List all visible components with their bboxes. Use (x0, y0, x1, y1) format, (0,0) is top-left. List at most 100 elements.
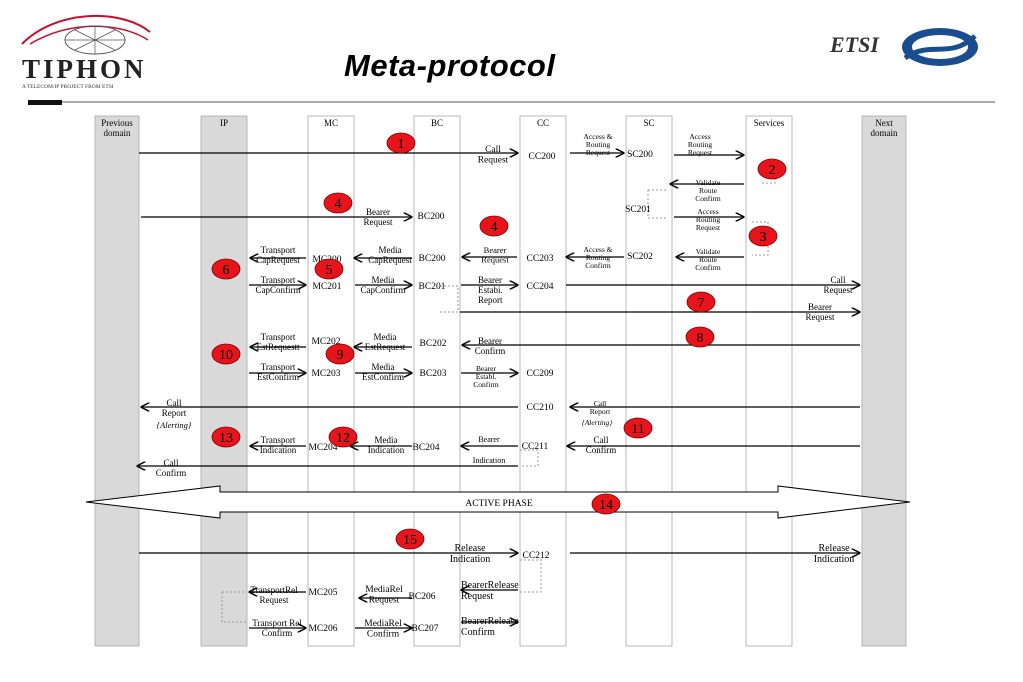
arrows-layer (137, 153, 860, 628)
message-label: Release (454, 543, 486, 554)
message-label: Confirm (585, 261, 611, 270)
message-label: Transport Rel (252, 618, 302, 628)
message-label: Report (162, 408, 187, 418)
step-marker-5: 5 (314, 258, 344, 280)
message-label: MediaRel (365, 585, 403, 595)
message-label: Confirm (262, 628, 293, 638)
message-label: BearerRelease (461, 616, 519, 627)
message-label: EstRequest (365, 342, 406, 352)
message-label: Confirm (156, 468, 187, 478)
message-label: Bearer (478, 336, 502, 346)
dotted-brackets (221, 170, 776, 623)
message-label: Validate (696, 178, 721, 187)
step-number: 4 (491, 220, 498, 235)
tiphon-tagline: A TELECOM/IP PROJECT FROM ETSI (22, 84, 114, 90)
message-label: Request (260, 595, 289, 605)
message-label: CapConfirm (361, 285, 406, 295)
lane-sc (625, 115, 673, 647)
lane-ip (200, 115, 248, 647)
message-label: Indication (450, 554, 491, 565)
step-marker-11: 11 (623, 417, 653, 439)
message-label: CapRequest (368, 255, 412, 265)
message-label: Request (696, 223, 721, 232)
message-label: Request (369, 596, 400, 606)
state-label: MC206 (308, 624, 337, 634)
state-label: BC206 (409, 592, 436, 602)
step-number: 8 (697, 331, 704, 346)
step-number: 4 (335, 197, 342, 212)
message-label: MediaRel (364, 619, 402, 629)
state-label: CC203 (527, 254, 554, 264)
lane-next (861, 115, 907, 647)
message-label: Report (590, 407, 611, 416)
message-label: Call (167, 398, 182, 408)
step-marker-12: 12 (328, 426, 358, 448)
message-label: Estabi. (478, 285, 503, 295)
message-label: Bearer (366, 207, 390, 217)
message-label: Routing (688, 140, 712, 149)
message-label: Confirm (475, 346, 506, 356)
message-label: Routing (586, 253, 610, 262)
state-label: MC204 (308, 443, 337, 453)
tiphon-logo-text: TIPHON (22, 54, 147, 84)
lane-label-prev: Previous (101, 118, 133, 128)
message-label: Request (824, 285, 853, 295)
etsi-logo: ETSI (829, 28, 978, 66)
lane-label-cc: CC (537, 118, 549, 128)
etsi-logo-text: ETSI (829, 32, 880, 57)
message-label: Access & (584, 245, 613, 254)
message-label: Media (374, 332, 397, 342)
lane-services (745, 115, 793, 647)
message-label: Validate (696, 247, 721, 256)
message-label: Indication (368, 445, 405, 455)
state-label: SC201 (625, 205, 651, 215)
step-number: 5 (326, 263, 333, 278)
state-label: MC203 (311, 369, 340, 379)
message-label: Access & (584, 132, 613, 141)
state-label: CC211 (522, 442, 549, 452)
lane-label-bc: BC (431, 118, 443, 128)
message-label: Indication (260, 445, 297, 455)
message-label: Confirm (695, 194, 721, 203)
message-label: Bearer (808, 302, 832, 312)
lane-label-prev: domain (104, 128, 131, 138)
step-marker-14: 14 (591, 493, 621, 515)
lane-label-sc: SC (643, 118, 654, 128)
step-marker-6: 6 (211, 258, 241, 280)
message-label: Request (481, 255, 509, 265)
step-marker-15: 15 (395, 528, 425, 550)
message-label: Confirm (473, 380, 499, 389)
state-label: CC209 (527, 369, 554, 379)
message-label: EstRequestt (257, 342, 300, 352)
step-number: 2 (769, 163, 776, 178)
message-label: Transport (261, 275, 296, 285)
state-label: MC202 (311, 337, 340, 347)
message-label: CapRequest (256, 255, 300, 265)
state-label: MC201 (312, 282, 341, 292)
message-label: Request (806, 312, 835, 322)
step-number: 14 (599, 498, 613, 513)
step-marker-7: 7 (686, 291, 716, 313)
state-label: SC200 (627, 150, 653, 160)
state-label: MC205 (308, 588, 337, 598)
state-label: BC201 (419, 282, 446, 292)
message-label: Media (372, 362, 395, 372)
message-label: CapConfirm (256, 285, 301, 295)
message-label: Indication (814, 554, 855, 565)
step-number: 7 (698, 296, 705, 311)
lane-label-services: Services (754, 118, 785, 128)
message-label: Call (594, 435, 609, 445)
state-label: BC207 (412, 624, 439, 634)
message-label: Request (586, 148, 611, 157)
message-label: Bearer (478, 435, 500, 444)
message-label: Routing (696, 215, 720, 224)
message-label: Request (364, 217, 393, 227)
state-label: BC200 (418, 212, 445, 222)
step-number: 10 (219, 348, 233, 363)
message-label: Route (699, 186, 718, 195)
lane-prev (94, 115, 140, 647)
message-label: Confirm (695, 263, 721, 272)
state-label: CC212 (523, 551, 550, 561)
